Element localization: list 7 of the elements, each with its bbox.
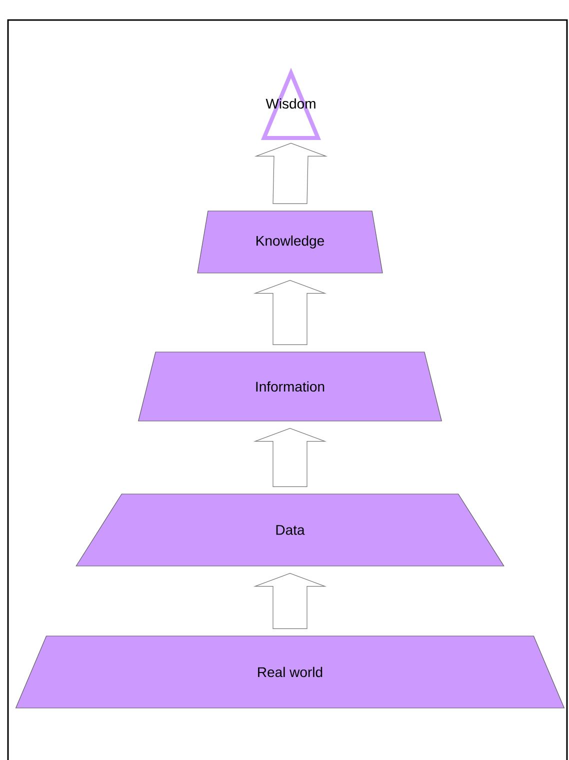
trapezoid: Information xyxy=(138,352,442,422)
block-arrow xyxy=(254,142,328,204)
block-arrow xyxy=(253,280,327,345)
block-arrow xyxy=(253,572,327,629)
trapezoid: Knowledge xyxy=(197,210,383,274)
block-arrow xyxy=(253,428,327,487)
trapezoid: Data xyxy=(76,494,504,566)
